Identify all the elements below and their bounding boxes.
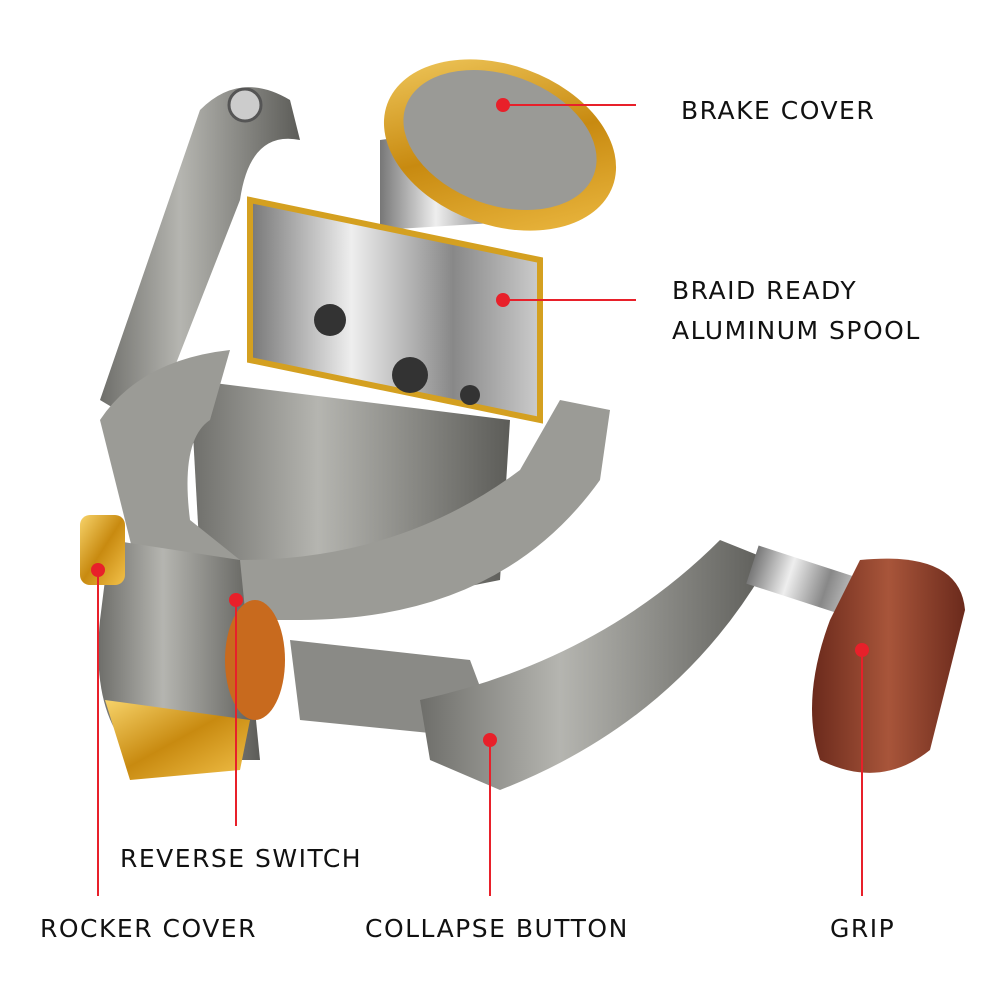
callout-grip — [855, 643, 869, 896]
label-rocker-cover: ROCKER COVER — [40, 914, 257, 943]
callout-rocker-cover — [91, 563, 105, 896]
label-collapse-button: COLLAPSE BUTTON — [365, 914, 629, 943]
label-spool-line2: ALUMINUM SPOOL — [672, 316, 921, 345]
callout-brake-cover — [496, 98, 636, 112]
handle-arm — [420, 540, 864, 790]
spool — [247, 59, 617, 424]
callout-reverse-switch — [229, 593, 243, 826]
callouts — [91, 98, 869, 896]
bail-arm — [100, 87, 300, 430]
grip-knob — [812, 558, 965, 773]
reel-body — [80, 350, 610, 780]
callout-collapse-button — [483, 733, 497, 896]
label-reverse-switch: REVERSE SWITCH — [120, 844, 363, 873]
label-brake-cover: BRAKE COVER — [681, 96, 876, 125]
label-grip: GRIP — [830, 914, 896, 943]
label-spool-line1: BRAID READY — [672, 276, 858, 305]
callout-spool — [496, 293, 636, 307]
